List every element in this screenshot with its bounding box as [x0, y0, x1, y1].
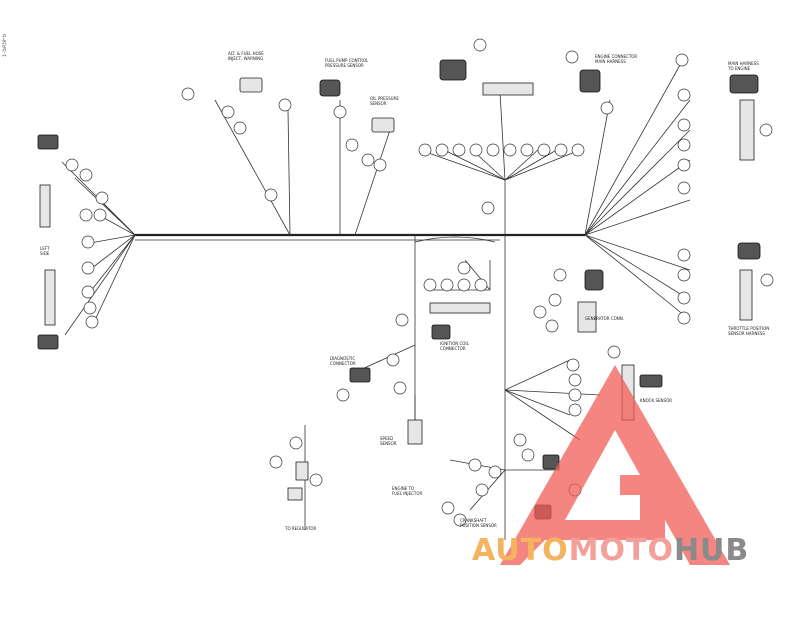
left-bubbles [65, 158, 109, 329]
top-bubbles [181, 38, 614, 215]
top-branches [214, 91, 611, 236]
watermark-logo [500, 365, 730, 565]
callout-bottom-2: KNOCK SENSOR [640, 398, 672, 403]
center-branches [336, 259, 604, 445]
watermark-triangle [500, 365, 730, 565]
watermark-text: AUTOMOTOHUB [472, 533, 749, 568]
right-lower-fan [584, 234, 774, 325]
right-upper-fan [584, 53, 773, 236]
top-connectors [239, 59, 601, 133]
bottom-left-branch [269, 425, 323, 530]
callout-bottom-4: TO REGULATOR [284, 526, 317, 531]
left-side-connectors [37, 134, 59, 350]
main-harness-trunk [135, 220, 585, 540]
left-fan-wires [61, 161, 136, 336]
callout-center-2: GENERATOR CONN. [585, 316, 624, 321]
watermark-text-hub: HUB [673, 533, 750, 568]
watermark-text-auto: AUTO [472, 533, 569, 568]
watermark-text-moto: MOTO [568, 533, 674, 568]
